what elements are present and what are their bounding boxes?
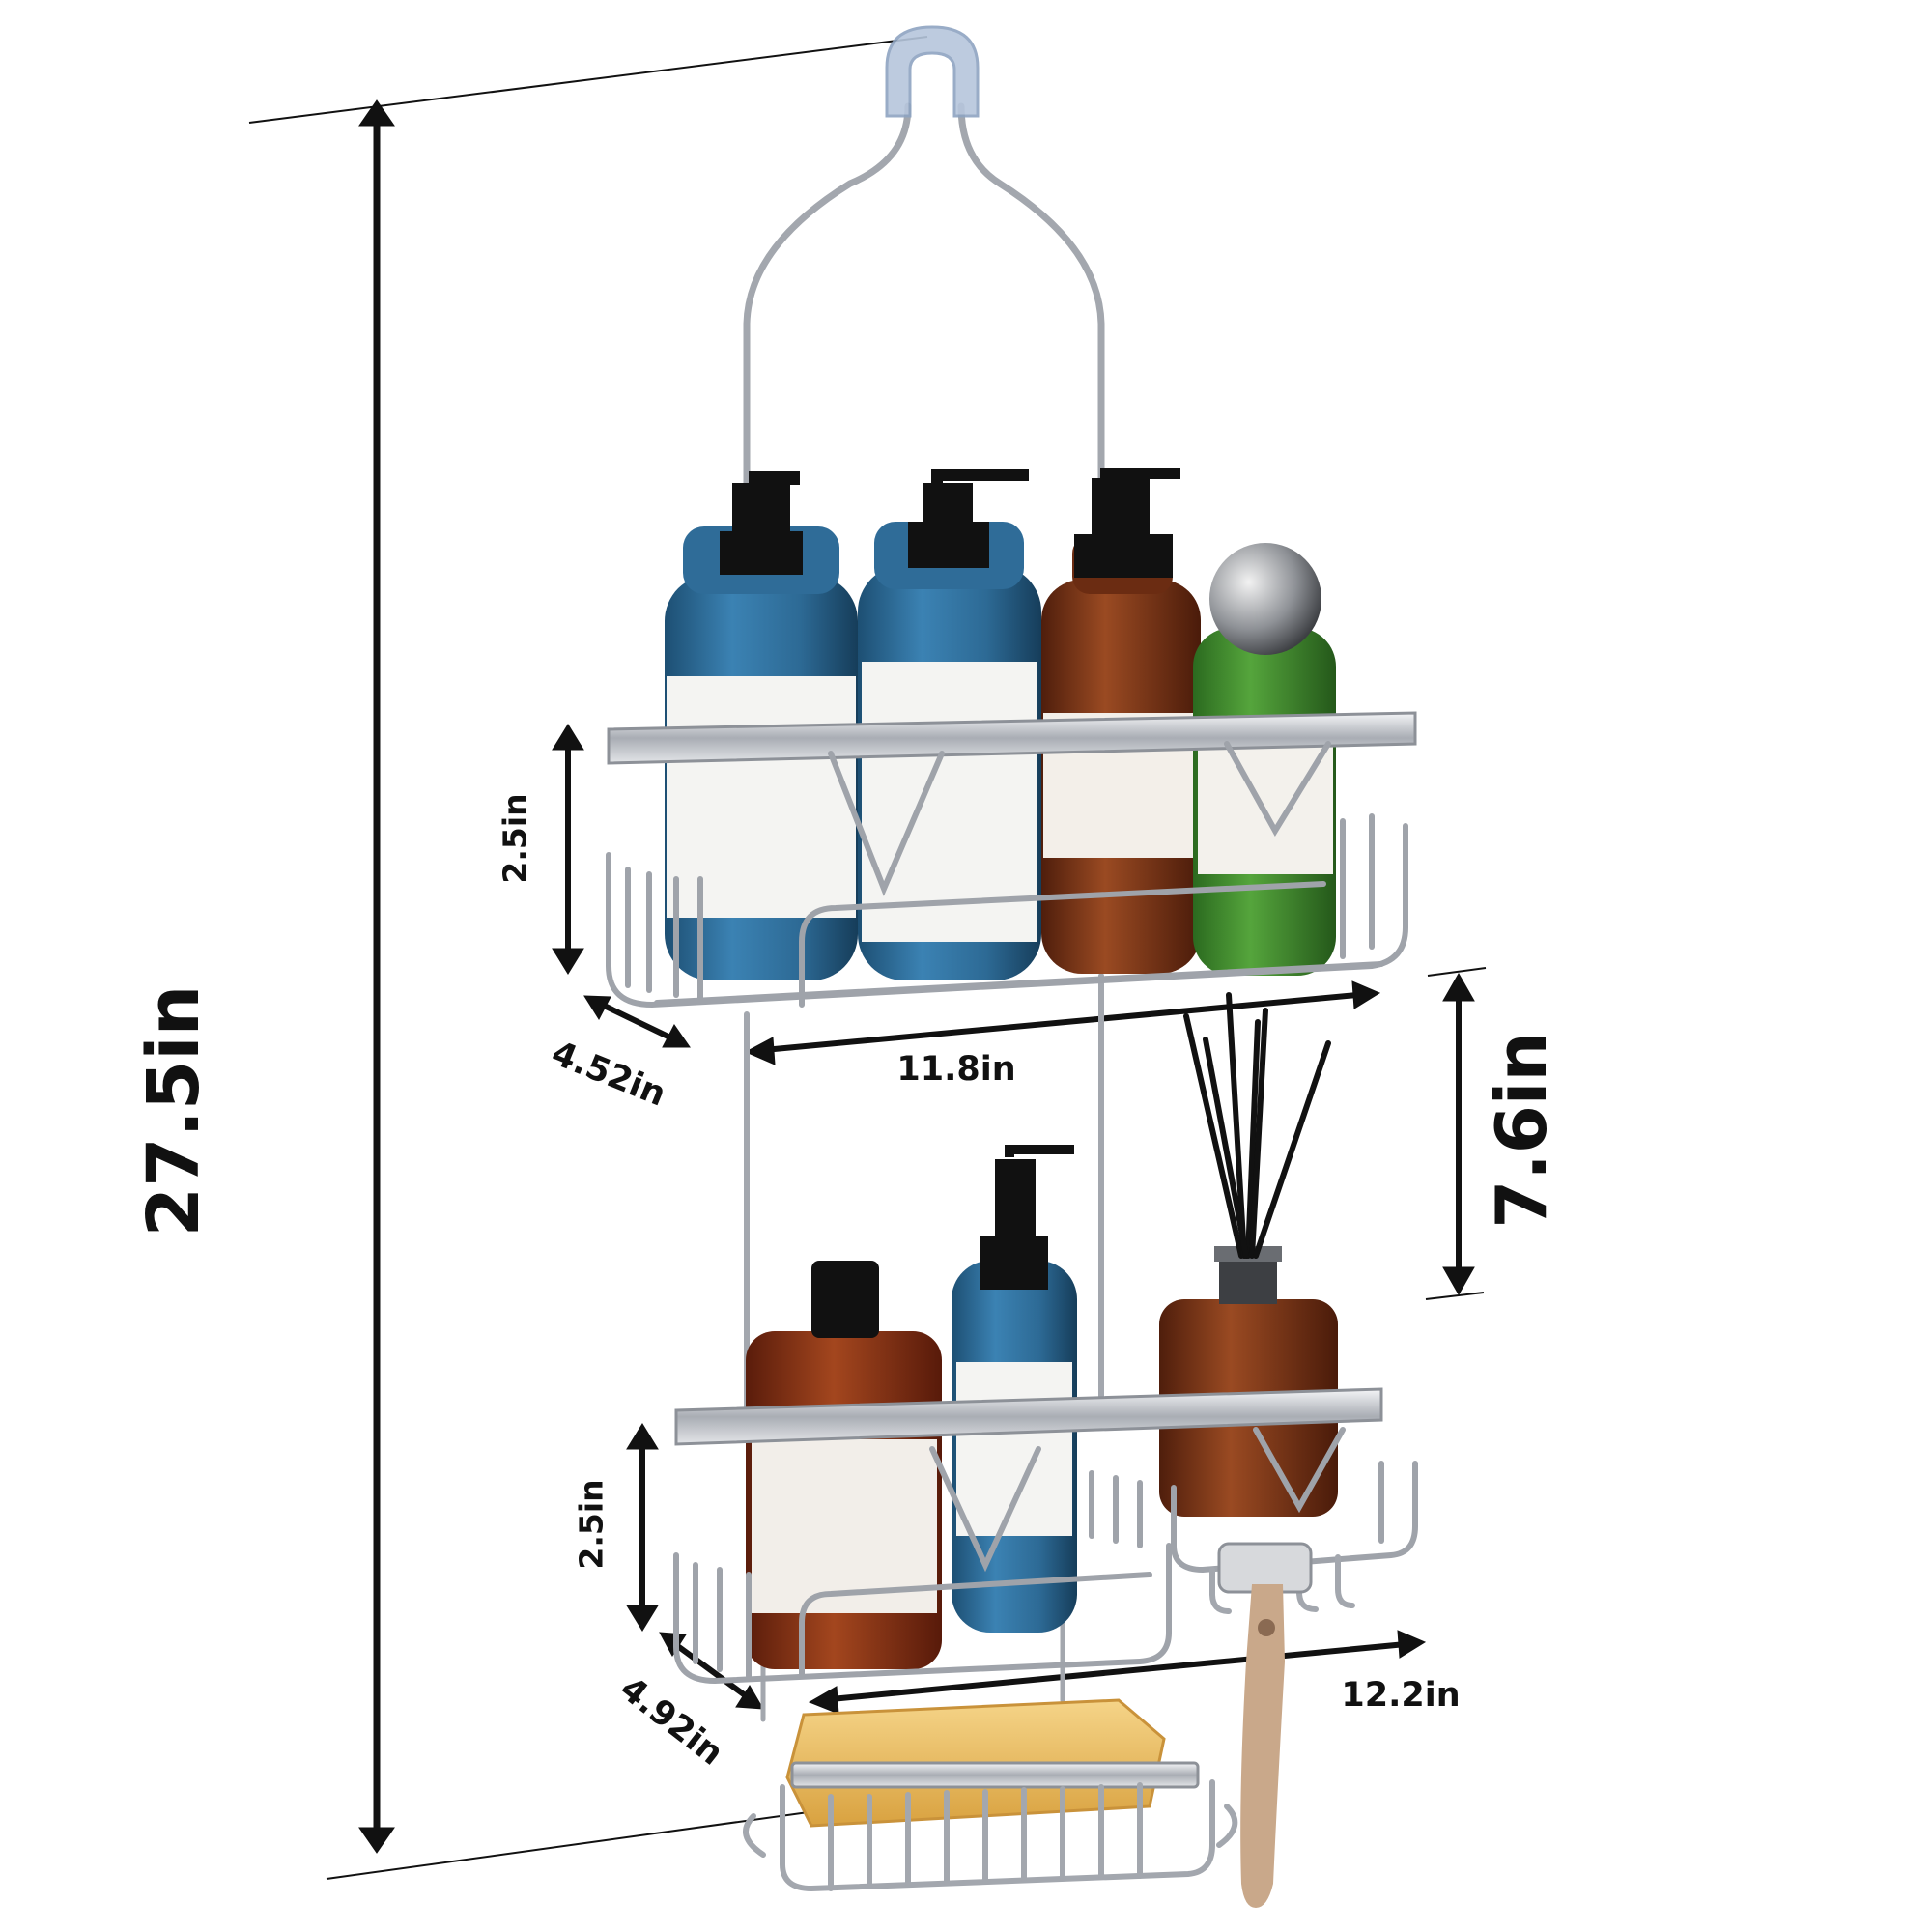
reed-diffuser bbox=[1159, 992, 1338, 1517]
hanger-hook-cover bbox=[885, 25, 980, 118]
bottom-basket-width-label: 12.2in bbox=[1341, 1676, 1461, 1715]
blue-pump-bottle-3 bbox=[952, 1145, 1077, 1633]
top-basket-height-label: 2.5in bbox=[496, 793, 534, 884]
top-shelf-bottles bbox=[665, 468, 1336, 980]
shelf-gap-label: 7.6in bbox=[1481, 1032, 1562, 1229]
top-basket bbox=[606, 711, 1417, 1009]
bottom-basket-height-label: 2.5in bbox=[572, 1479, 611, 1570]
razor bbox=[1217, 1542, 1313, 1908]
red-shampoo-bottle bbox=[746, 1261, 942, 1669]
blue-pump-bottle-1 bbox=[665, 471, 858, 980]
dimension-lines bbox=[248, 36, 1487, 1880]
total-height-label: 27.5in bbox=[132, 984, 215, 1237]
bottom-basket bbox=[673, 1387, 1418, 1685]
green-bottle bbox=[1193, 543, 1336, 976]
soap-dish bbox=[743, 1698, 1238, 1892]
blue-pump-bottle-2 bbox=[858, 469, 1041, 980]
top-basket-width-label: 11.8in bbox=[896, 1050, 1016, 1089]
hanger bbox=[743, 102, 1105, 1722]
